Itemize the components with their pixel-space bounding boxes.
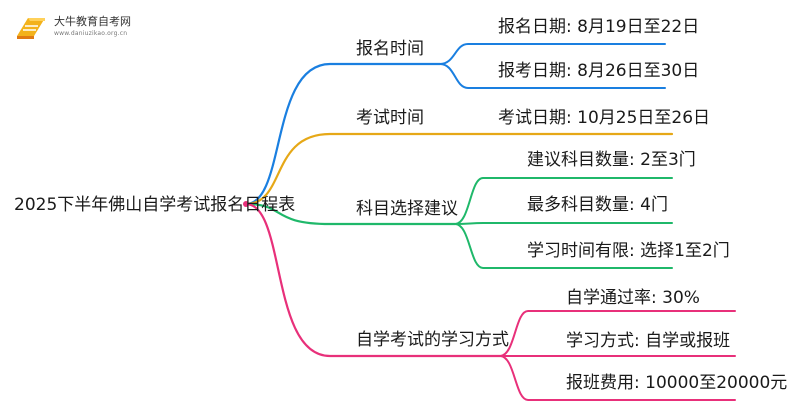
branch-label-exam-time: 考试时间 (356, 108, 424, 128)
leaf-label: 考试日期: 10月25日至26日 (498, 108, 711, 128)
watermark-url: www.daniuzikao.org.cn (54, 30, 128, 37)
branch-connector (244, 202, 502, 358)
branch-connector (244, 62, 442, 206)
leaf-connector (454, 222, 673, 225)
leaf-label: 建议科目数量: 2至3门 (527, 150, 696, 170)
branch-label-subject-advice: 科目选择建议 (356, 199, 458, 219)
root-node-label: 2025下半年佛山自学考试报名日程表 (14, 195, 296, 215)
leaf-connector (499, 355, 736, 401)
leaf-connector (439, 43, 666, 65)
branch-connector (244, 132, 674, 206)
leaf-label: 学习方式: 自学或报班 (566, 331, 731, 351)
leaf-connector (454, 223, 673, 269)
leaf-label: 报名日期: 8月19日至22日 (498, 17, 700, 37)
leaf-label: 自学通过率: 30% (566, 288, 700, 308)
leaf-connector (499, 310, 736, 357)
leaf-connector (439, 63, 666, 89)
mindmap-canvas: 大牛教育自考网 www.daniuzikao.org.cn 2025下半年佛山自… (14, 15, 787, 401)
book-logo-icon (17, 18, 45, 39)
branch-label-registration-time: 报名时间 (356, 39, 424, 59)
branch-label-study-methods: 自学考试的学习方式 (356, 330, 509, 350)
watermark-title: 大牛教育自考网 (54, 15, 131, 28)
branch-connector (244, 202, 457, 226)
leaf-label: 最多科目数量: 4门 (527, 195, 668, 215)
mindmap-connectors (243, 43, 736, 401)
leaf-label: 报考日期: 8月26日至30日 (498, 61, 700, 81)
root-node-dot (243, 201, 249, 207)
leaf-connector (454, 177, 673, 225)
leaf-label: 学习时间有限: 选择1至2门 (527, 241, 730, 261)
leaf-label: 报班费用: 10000至20000元 (566, 373, 787, 393)
